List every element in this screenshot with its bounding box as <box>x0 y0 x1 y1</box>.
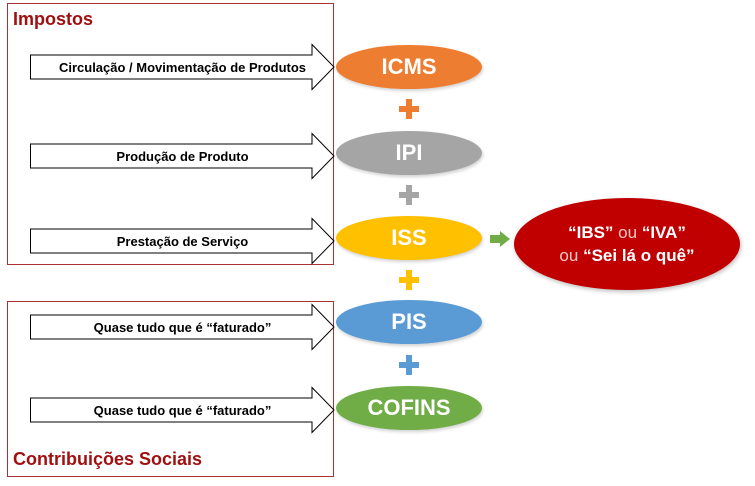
arrow-producao: Produção de Produto <box>30 132 335 180</box>
arrow-faturado-pis: Quase tudo que é “faturado” <box>30 303 335 351</box>
result-ibs: “IBS” <box>568 223 614 242</box>
plus-icon <box>399 99 419 119</box>
tax-ipi: IPI <box>336 131 482 175</box>
contribuicoes-group <box>7 301 334 477</box>
result-sei-la: “Sei lá o quê” <box>583 246 695 265</box>
result-oval: “IBS” ou “IVA” ou “Sei lá o quê” <box>514 198 740 290</box>
plus-icon <box>399 270 419 290</box>
result-line-1: “IBS” ou “IVA” <box>568 221 686 244</box>
arrow-label: Produção de Produto <box>116 148 249 164</box>
impostos-group <box>7 3 334 265</box>
arrow-label: Quase tudo que é “faturado” <box>93 402 272 418</box>
tax-pis: PIS <box>336 300 482 344</box>
impostos-title: Impostos <box>13 9 94 29</box>
arrow-label: Prestação de Serviço <box>116 233 249 249</box>
arrow-prestacao: Prestação de Serviço <box>30 217 335 265</box>
tax-iss: ISS <box>336 216 482 260</box>
contribuicoes-title: Contribuições Sociais <box>13 449 203 469</box>
plus-icon <box>399 185 419 205</box>
result-or: ou <box>618 223 638 242</box>
arrow-circulacao: Circulação / Movimentação de Produtos <box>30 43 335 91</box>
result-line-2: ou “Sei lá o quê” <box>559 244 694 267</box>
arrow-label: Quase tudo que é “faturado” <box>93 319 272 335</box>
tax-cofins: COFINS <box>336 386 482 430</box>
tax-icms: ICMS <box>336 45 482 89</box>
result-iva: “IVA” <box>641 223 686 242</box>
plus-icon <box>399 355 419 375</box>
result-or: ou <box>559 246 579 265</box>
arrow-right-icon <box>490 231 510 252</box>
arrow-faturado-cofins: Quase tudo que é “faturado” <box>30 386 335 434</box>
arrow-label: Circulação / Movimentação de Produtos <box>58 59 307 75</box>
